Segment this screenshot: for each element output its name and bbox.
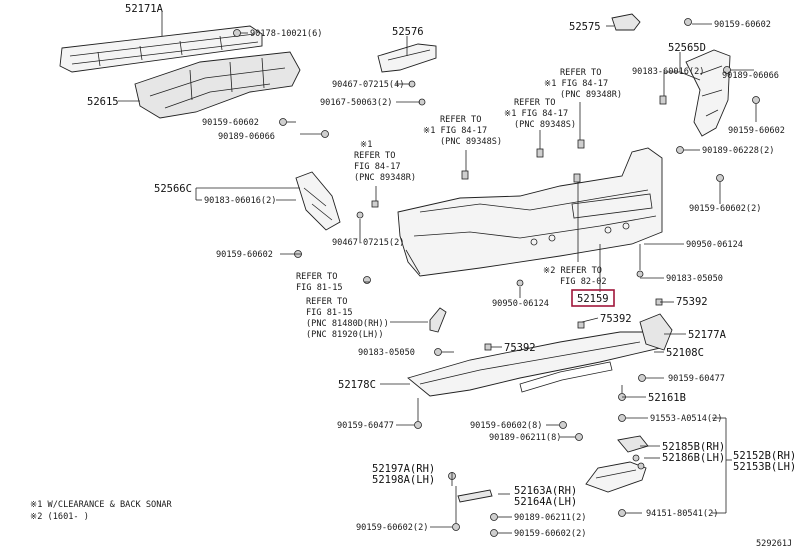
diagram-id: 529261J	[756, 539, 792, 549]
fasteners	[233, 18, 760, 537]
label-52108c[interactable]: 52108C	[666, 347, 704, 359]
support-52565d-shape	[685, 49, 731, 137]
label-52565d[interactable]: 52565D	[668, 42, 706, 54]
refer-label-4b: REFER TO	[354, 151, 395, 161]
label-90159-60602-8[interactable]: 90159-60602(8)	[470, 421, 542, 431]
reinforcement-52171a-shape	[59, 25, 263, 73]
bracket-52177a-shape	[639, 313, 673, 351]
refer-label-7d: (PNC 81920(LH))	[306, 330, 384, 340]
label-52197a[interactable]: 52197A(RH)	[372, 463, 435, 475]
refer-label-7a: REFER TO	[306, 297, 347, 307]
label-90189-06066-left[interactable]: 90189-06066	[218, 132, 275, 142]
refer-label-5b[interactable]: FIG 81-15	[296, 283, 343, 293]
label-90467-07215-4[interactable]: 90467-07215(4)	[332, 80, 404, 90]
label-90189-06228[interactable]: 90189-06228(2)	[702, 146, 774, 156]
refer-label-2c: (PNC 89348S)	[514, 120, 576, 130]
label-52185b[interactable]: 52185B(RH)	[662, 441, 725, 453]
label-90950-06124-right[interactable]: 90950-06124	[686, 240, 743, 250]
label-90950-06124-center[interactable]: 90950-06124	[492, 299, 549, 309]
refer-label-7c: (PNC 81480D(RH))	[306, 319, 389, 329]
footnote-1: ※1 W/CLEARANCE & BACK SONAR	[30, 500, 173, 510]
leader-lines	[118, 12, 757, 534]
label-90183-60016-top-right[interactable]: 90183-60016(2)	[632, 67, 704, 77]
label-52178c[interactable]: 52178C	[338, 379, 376, 391]
refer-label-1b[interactable]: ※1 FIG 84-17	[423, 126, 487, 136]
label-91553-a0514[interactable]: 91553-A0514(2)	[650, 414, 722, 424]
callout-labels: 52171A 52615 90178-10021(6) 52576 52575 …	[30, 3, 796, 549]
refer-label-4a: ※1	[360, 140, 372, 150]
label-90189-06211-8[interactable]: 90189-06211(8)	[489, 433, 561, 443]
label-90159-60602-top-right[interactable]: 90159-60602	[714, 20, 771, 30]
bracket-52152b-shape	[585, 435, 649, 493]
support-52566c-shape	[295, 171, 341, 231]
label-52186b[interactable]: 52186B(LH)	[662, 452, 725, 464]
label-52159[interactable]: 52159	[577, 293, 609, 305]
stay-52163a-shape	[457, 489, 493, 503]
label-90189-06211-2[interactable]: 90189-06211(2)	[514, 513, 586, 523]
reflector-shape	[429, 307, 447, 333]
label-75392-left[interactable]: 75392	[504, 342, 536, 354]
refer-label-2a: REFER TO	[514, 98, 555, 108]
label-90159-60477-left[interactable]: 90159-60477	[337, 421, 394, 431]
label-90159-60602-bottom-right[interactable]: 90159-60602(2)	[514, 529, 586, 539]
label-90178-10021[interactable]: 90178-10021(6)	[250, 29, 322, 39]
highlight-box-52159	[571, 289, 615, 307]
refer-label-3b[interactable]: ※1 FIG 84-17	[544, 79, 608, 89]
label-90189-06066-top-right[interactable]: 90189-06066	[722, 71, 779, 81]
label-75392-center[interactable]: 75392	[600, 313, 632, 325]
label-52177a[interactable]: 52177A	[688, 329, 727, 341]
label-90159-60602-right[interactable]: 90159-60602	[728, 126, 785, 136]
refer-label-3c: (PNC 89348R)	[560, 90, 622, 100]
label-90467-07215-2[interactable]: 90467-07215(2)	[332, 238, 404, 248]
label-52164a[interactable]: 52164A(LH)	[514, 496, 577, 508]
label-52152b[interactable]: 52152B(RH)	[733, 450, 796, 462]
label-90183-06016-left[interactable]: 90183-06016(2)	[204, 196, 276, 206]
label-52171a[interactable]: 52171A	[125, 3, 164, 15]
refer-label-1c: (PNC 89348S)	[440, 137, 502, 147]
label-90159-60477-right[interactable]: 90159-60477	[668, 374, 725, 384]
refer-label-5a: REFER TO	[296, 272, 337, 282]
refer-label-4d: (PNC 89348R)	[354, 173, 416, 183]
footnote-2: ※2 (1601- )	[30, 512, 89, 522]
clip-52575-shape	[611, 13, 641, 31]
label-52576[interactable]: 52576	[392, 26, 424, 38]
refer-label-1a: REFER TO	[440, 115, 481, 125]
label-52615[interactable]: 52615	[87, 96, 119, 108]
refer-label-7b[interactable]: FIG 81-15	[306, 308, 353, 318]
label-94151-80541[interactable]: 94151-80541(2)	[646, 509, 718, 519]
label-52161b[interactable]: 52161B	[648, 392, 686, 404]
label-52153b[interactable]: 52153B(LH)	[733, 461, 796, 473]
label-90159-60602-left-2[interactable]: 90159-60602	[216, 250, 273, 260]
label-75392-right[interactable]: 75392	[676, 296, 708, 308]
bumper-cover-52159-shape	[397, 147, 663, 277]
label-90183-05050-right[interactable]: 90183-05050	[666, 274, 723, 284]
refer-label-2b[interactable]: ※1 FIG 84-17	[504, 109, 568, 119]
label-90167-50063[interactable]: 90167-50063(2)	[320, 98, 392, 108]
retainer-52576-shape	[377, 43, 437, 73]
label-90183-05050-left[interactable]: 90183-05050	[358, 348, 415, 358]
refer-label-6b[interactable]: FIG 82-02	[560, 277, 607, 287]
refer-label-3a: REFER TO	[560, 68, 601, 78]
label-52198a[interactable]: 52198A(LH)	[372, 474, 435, 486]
label-90159-60602-left[interactable]: 90159-60602	[202, 118, 259, 128]
refer-label-4c[interactable]: FIG 84-17	[354, 162, 401, 172]
refer-label-6a: ※2 REFER TO	[543, 266, 602, 276]
label-90159-60602-right-2[interactable]: 90159-60602(2)	[689, 204, 761, 214]
label-52566c[interactable]: 52566C	[154, 183, 192, 195]
absorber-52615-shape	[134, 51, 301, 119]
label-90159-60602-bottom-left[interactable]: 90159-60602(2)	[356, 523, 428, 533]
label-52163a[interactable]: 52163A(RH)	[514, 485, 577, 497]
label-52575[interactable]: 52575	[569, 21, 601, 33]
